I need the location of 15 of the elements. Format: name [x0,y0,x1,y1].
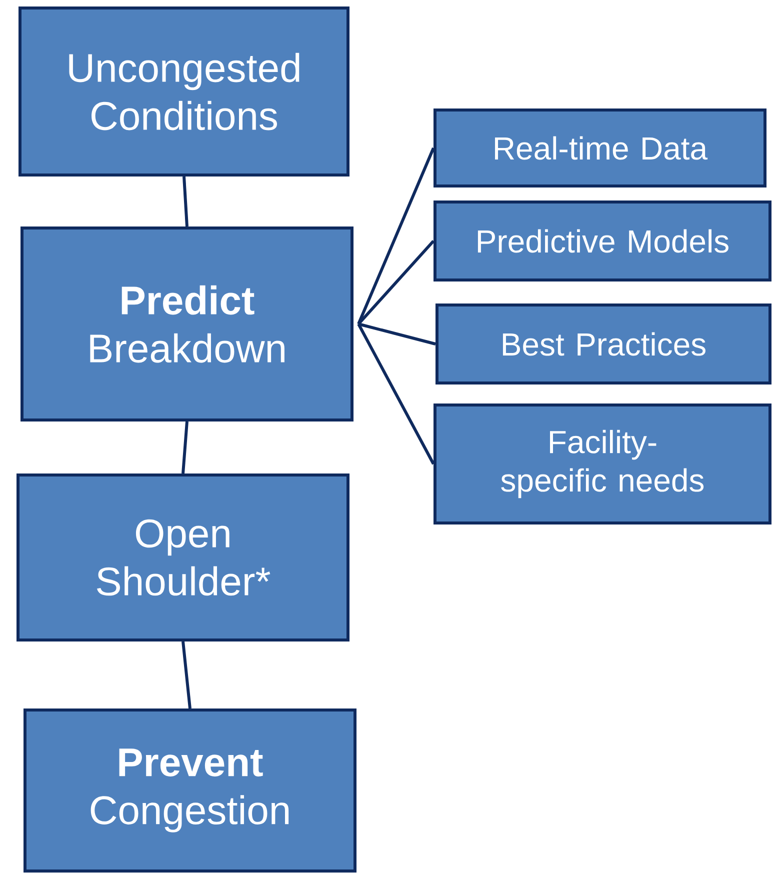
process-box: Predictive Models [434,200,772,282]
connector-line [358,322,436,346]
process-box: Prevent Congestion [24,708,356,872]
connector-line [357,240,435,326]
connector-line [182,176,188,227]
process-box: Best Practices [436,304,772,384]
process-box: Predict Breakdown [20,226,354,422]
process-box: Real-time Data [434,108,766,188]
connector-line [357,147,435,325]
connector-line [182,421,188,474]
process-box: Facility-specific needs [434,404,772,524]
process-box: Uncongested Conditions [18,6,350,176]
process-box: Open Shoulder* [16,474,350,642]
connector-line [357,323,435,465]
connector-line [182,641,192,709]
